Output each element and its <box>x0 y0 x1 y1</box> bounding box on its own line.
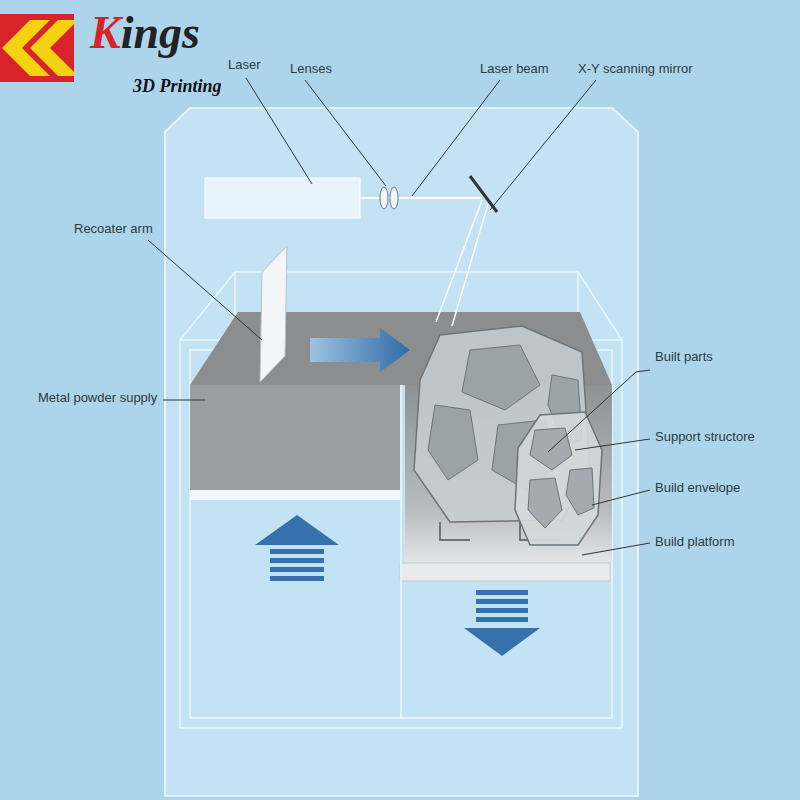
part-label: Metal powder supply <box>38 391 157 406</box>
logo-subtitle: 3D Printing <box>133 76 222 97</box>
part-label: Build platform <box>655 535 734 550</box>
powder-supply <box>190 385 400 490</box>
built-part-small <box>515 412 602 545</box>
laser-beam <box>360 197 482 199</box>
part-label: Build envelope <box>655 481 740 496</box>
part-label: Lenses <box>290 62 332 77</box>
logo-text: Kings <box>90 8 200 59</box>
down-arrow <box>464 590 540 656</box>
flow-arrow <box>310 328 410 372</box>
recoater-blade <box>260 246 287 382</box>
part-label: Laser beam <box>480 62 549 77</box>
part-label: Recoater arm <box>74 222 153 237</box>
part-label: Laser <box>228 58 261 73</box>
laser-unit <box>205 178 360 218</box>
build-plate <box>400 563 610 581</box>
leader-line <box>148 78 650 555</box>
logo-mark <box>0 14 74 82</box>
supply-plate <box>190 490 400 500</box>
housing <box>165 108 638 796</box>
up-arrow <box>255 515 339 581</box>
part-label: Support structore <box>655 430 755 445</box>
lens <box>380 187 388 209</box>
chamber-outline <box>180 272 622 728</box>
part-label: X-Y scanning mirror <box>578 62 693 77</box>
laser-beam <box>452 204 488 326</box>
lens <box>390 187 398 209</box>
part-label: Built parts <box>655 350 713 365</box>
